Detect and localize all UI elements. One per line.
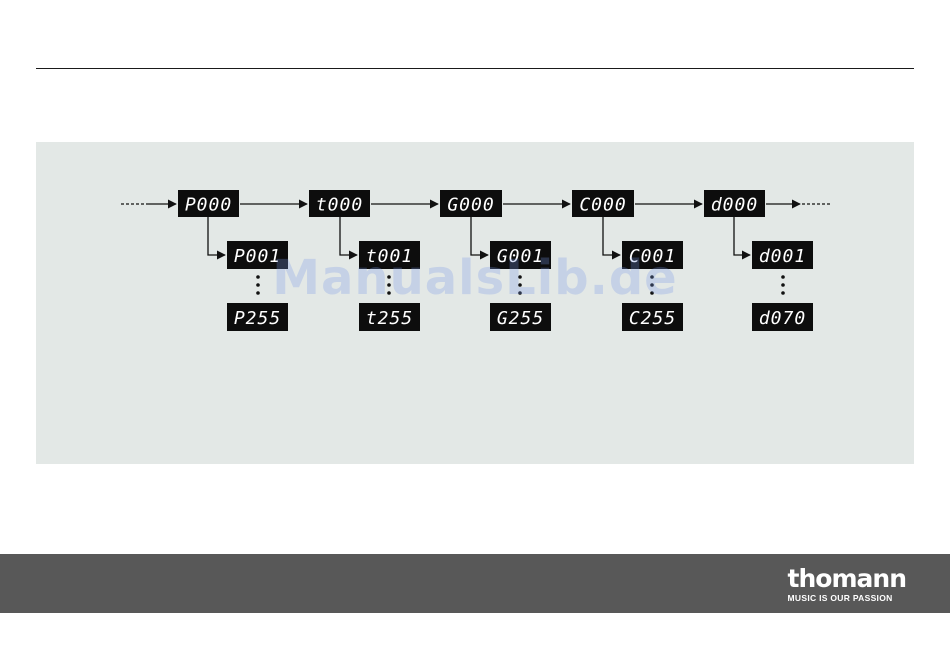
branch-arrow [734, 217, 750, 255]
ellipsis-dots [256, 275, 785, 295]
display-text: d001 [759, 246, 806, 267]
display-main-c: C000 [572, 190, 634, 217]
display-text: t000 [316, 195, 363, 216]
display-main-t: t000 [309, 190, 370, 217]
display-first-t: t001 [359, 241, 420, 269]
display-text: C001 [629, 246, 676, 267]
display-text: C255 [629, 308, 676, 329]
thomann-logo: thomann MUSIC IS OUR PASSION [788, 566, 906, 603]
display-last-t: t255 [359, 303, 420, 331]
display-text: t001 [366, 246, 413, 267]
display-text: C000 [579, 195, 626, 216]
branch-arrow [471, 217, 488, 255]
branch-arrow [340, 217, 357, 255]
display-text: d000 [711, 195, 758, 216]
display-text: P000 [185, 195, 232, 216]
display-text: t255 [366, 308, 413, 329]
display-text: G000 [447, 195, 494, 216]
display-text: P255 [234, 308, 281, 329]
display-last-p: P255 [227, 303, 288, 331]
brand-name: thomann [788, 566, 906, 591]
display-first-g: G001 [490, 241, 551, 269]
display-text: d070 [759, 308, 806, 329]
display-text: G001 [497, 246, 544, 267]
display-first-d: d001 [752, 241, 813, 269]
brand-tagline: MUSIC IS OUR PASSION [788, 593, 906, 603]
branch-arrow [603, 217, 620, 255]
display-last-c: C255 [622, 303, 683, 331]
display-text: G255 [497, 308, 544, 329]
display-last-g: G255 [490, 303, 551, 331]
display-main-p: P000 [178, 190, 239, 217]
display-first-c: C001 [622, 241, 683, 269]
branch-arrow [208, 217, 225, 255]
display-main-d: d000 [704, 190, 765, 217]
display-first-p: P001 [227, 241, 288, 269]
display-main-g: G000 [440, 190, 502, 217]
footer-bar: thomann MUSIC IS OUR PASSION [0, 554, 950, 613]
display-text: P001 [234, 246, 281, 267]
display-last-d: d070 [752, 303, 813, 331]
